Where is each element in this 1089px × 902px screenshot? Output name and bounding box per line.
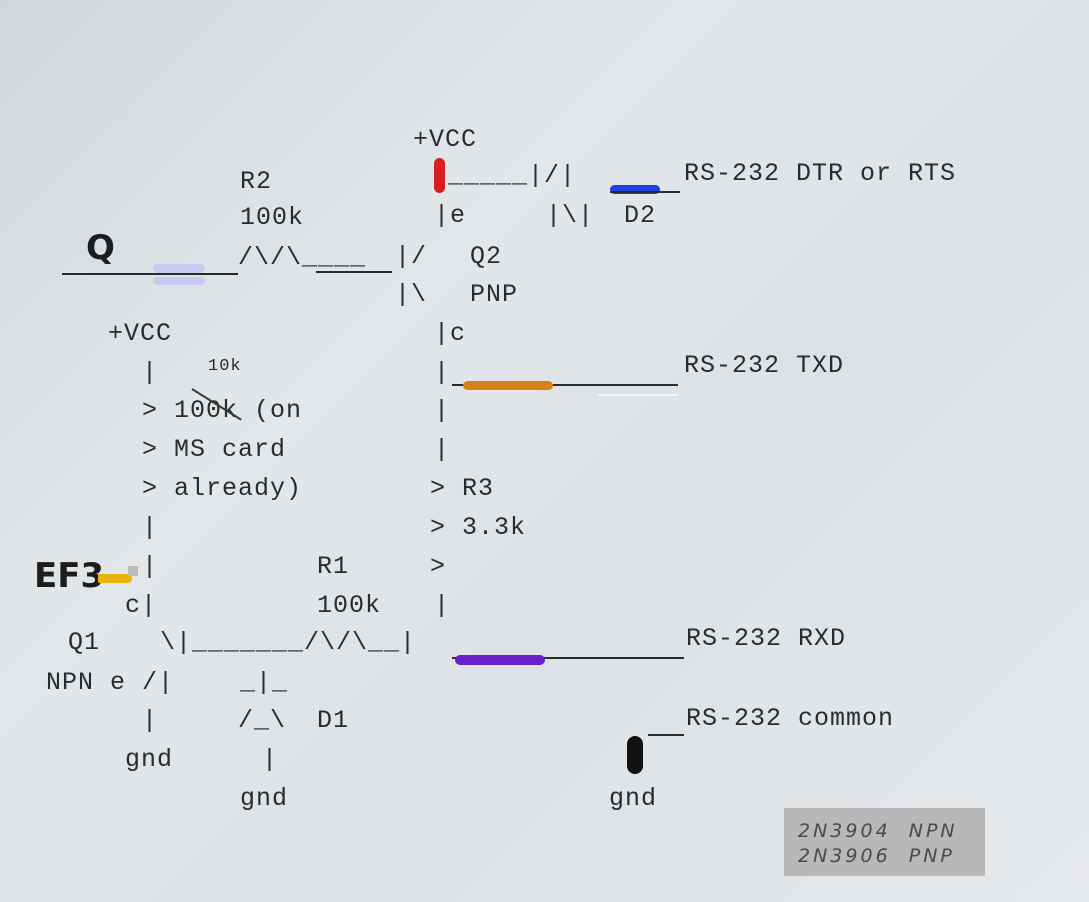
q2-name-label: Q2 [470,242,503,271]
q2-base-symbol-bottom: |\ [395,280,428,309]
q1-emitter-vertical: | [142,706,159,735]
d1-gnd-label: gnd [240,784,289,813]
rxd-wire [452,657,684,659]
txd-white-underline [598,394,678,396]
q2-type-label: PNP [470,280,519,309]
d1-name-label: D1 [317,706,350,735]
rs232-common-label: RS-232 common [686,704,895,733]
pullup-label-line2: > MS card [142,435,287,464]
part-number-note: 2N3904 NPN 2N3906 PNP [784,808,985,876]
d1-symbol-middle: /_\ [238,706,287,735]
r2-name-label: R2 [240,167,273,196]
r1-name-label: R1 [317,552,350,581]
part-note-line2: 2N3906 PNP [798,845,955,867]
txd-vertical-3: | [434,435,451,464]
ef3-color-mark [98,574,132,583]
rs232-rxd-label: RS-232 RXD [686,624,847,653]
pullup-label-line1: > 100k (on [142,396,303,425]
d2-color-mark [610,185,660,194]
q1-name-label: Q1 [68,628,101,657]
q1-collector-label: c| [125,591,158,620]
txd-vertical-2: | [434,396,451,425]
r3-symbol-end: > [430,552,447,581]
q1-gnd-label: gnd [125,745,174,774]
d2-symbol-top: _____|/| [448,161,577,190]
d1-vertical: | [262,745,279,774]
r1-value-label: 100k [317,591,382,620]
q2-base-symbol-top: |/ [395,242,428,271]
gnd-color-mark [627,736,643,774]
rs232-txd-label: RS-232 TXD [684,351,845,380]
d2-symbol-bottom: |\| [546,201,595,230]
rs232-dtr-rts-label: RS-232 DTR or RTS [684,159,957,188]
r2-value-label: 100k [240,203,305,232]
part-note-line1: 2N3904 NPN [798,820,958,842]
vcc-color-mark [434,158,445,193]
d1-symbol-top: _|_ [240,668,289,697]
ef3-connection-dot [128,566,138,576]
vcc-top-label: +VCC [413,125,478,154]
q2-collector-label: |c [434,319,467,348]
rxd-vertical-1: | [434,591,451,620]
q2-emitter-label: |e [434,201,467,230]
pullup-vertical-1: | [142,358,159,387]
r3-name-label: > R3 [430,474,495,503]
dtr-wire [610,191,680,193]
handwritten-q-label: Q [86,228,115,268]
txd-wire [452,384,678,386]
q-input-wire [62,273,238,275]
handwritten-ef3-label: EF3 [34,556,105,596]
q-input-color-mark-bottom [153,277,205,285]
q1-type-label: NPN e /| [46,668,175,697]
q1-collector-vertical: | [142,552,159,581]
rxd-color-mark [455,655,545,665]
pullup-vertical-2: | [142,513,159,542]
d2-name-label: D2 [624,201,657,230]
pullup-label-line3: > already) [142,474,303,503]
common-gnd-label: gnd [609,784,658,813]
r3-value-label: > 3.3k [430,513,527,542]
q-input-color-mark-top [153,264,205,273]
common-wire [648,734,684,736]
ten-k-label: 10k [208,357,242,376]
txd-color-mark [463,381,553,390]
txd-vertical-1: | [434,358,451,387]
r2-resistor-symbol: /\/\____ [238,243,367,272]
r2-to-q2-wire [316,271,392,273]
r1-resistor-line: \|_______/\/\__| [160,628,417,657]
vcc-left-label: +VCC [108,319,173,348]
